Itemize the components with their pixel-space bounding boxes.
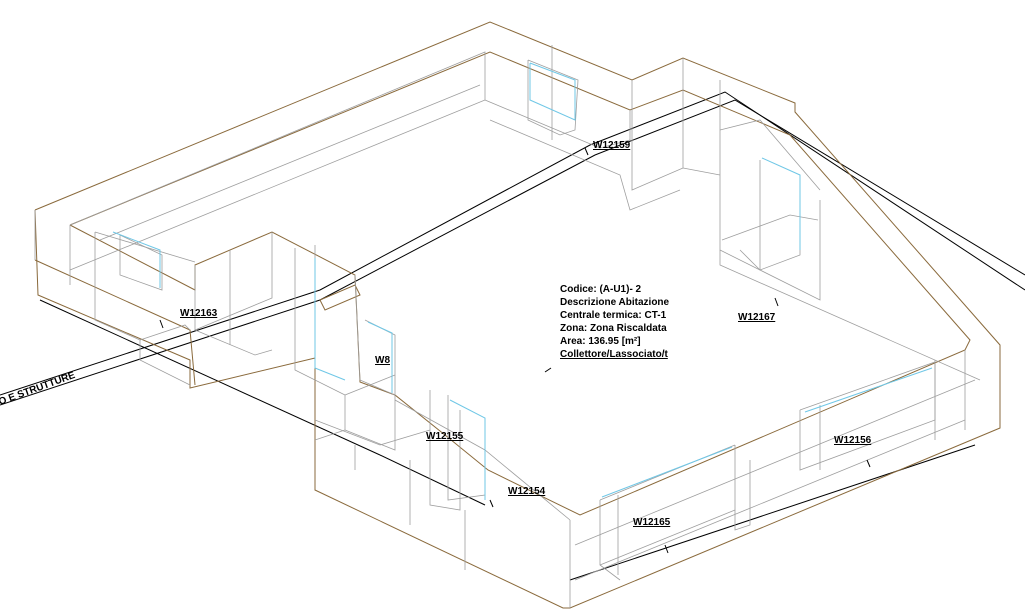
zone-info: Codice: (A-U1)- 2 Descrizione Abitazione… (560, 284, 670, 360)
zone-centrale: Centrale termica: CT-1 (560, 310, 667, 321)
outline-inner-top (69, 51, 971, 516)
edge-label: O E STRUTTURE (0, 370, 77, 408)
wall-label-w12167[interactable]: W12167 (738, 312, 776, 323)
window-left-wing (112, 231, 161, 288)
window-right-upper (761, 157, 801, 250)
window-top-back (529, 62, 576, 121)
zone-area: Area: 136.95 [m²] (560, 336, 641, 347)
zone-descrizione: Descrizione Abitazione (560, 297, 670, 308)
wall-lines (34, 45, 981, 608)
zone-codice: Codice: (A-U1)- 2 (560, 284, 642, 295)
window-mid-left (314, 258, 346, 381)
wall-labels: W12159 W12163 W8 W12167 W12155 W12154 W1… (180, 140, 872, 528)
window-front-left (601, 446, 733, 498)
wire-main-lower (0, 99, 1025, 406)
wire-lines (0, 91, 1025, 581)
wire-main-upper (0, 91, 1025, 396)
window-mid-left-2 (367, 321, 393, 393)
window-center-lower (449, 399, 486, 500)
building-outline (34, 21, 1001, 609)
zone-collettore: Collettore/Lassociato/t (560, 349, 668, 360)
wire-mid-lower (379, 454, 486, 506)
outline-roof-strip (319, 284, 361, 311)
label-markers (159, 147, 871, 554)
wall-label-w12159[interactable]: W12159 (593, 140, 631, 151)
wall-label-w8[interactable]: W8 (375, 355, 390, 366)
window-front-right (804, 367, 933, 413)
outline-bottom-left (34, 259, 196, 386)
wire-left-lower (39, 299, 381, 456)
outline-top (34, 21, 1001, 609)
wall-label-w12154[interactable]: W12154 (508, 486, 546, 497)
wall-label-w12156[interactable]: W12156 (834, 435, 872, 446)
wall-label-w12155[interactable]: W12155 (426, 431, 464, 442)
wall-label-w12163[interactable]: W12163 (180, 308, 218, 319)
window-openings (112, 62, 933, 500)
wire-bottom-right (569, 444, 976, 581)
zone-zona: Zona: Zona Riscaldata (560, 323, 667, 334)
wall-label-w12165[interactable]: W12165 (633, 517, 671, 528)
